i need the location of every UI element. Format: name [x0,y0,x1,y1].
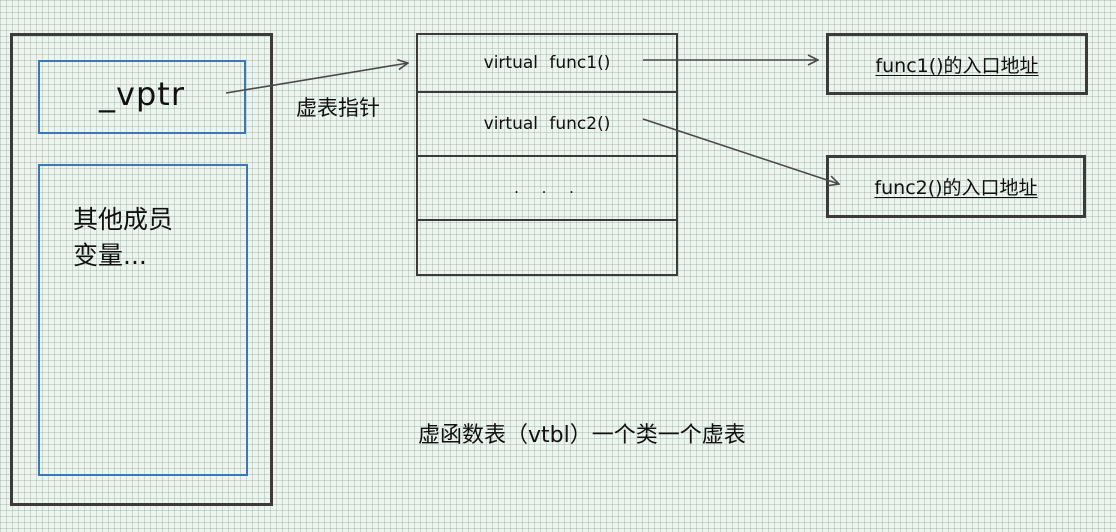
vptr-label: _vptr [99,75,185,113]
vtable-row-ellipsis: . . . [418,157,676,221]
member-variables-box: 其他成员 变量... [38,164,248,476]
func2-entry-address-box: func2()的入口地址 [826,155,1086,218]
vtable-row-func1: virtual func1() [418,35,676,93]
member-variables-label: 其他成员 变量... [73,205,174,270]
vptr-caption: 虚表指针 [296,96,380,120]
vtable-row-empty [418,221,676,274]
func1-entry-address-label: func1()的入口地址 [875,54,1039,77]
vtable-row-func2: virtual func2() [418,93,676,157]
vtable-caption: 虚函数表（vtbl）一个类一个虚表 [418,423,746,448]
func1-entry-address-box: func1()的入口地址 [826,33,1088,95]
vptr-box: _vptr [38,60,246,134]
vtable-row-label: . . . [514,179,580,197]
object-box [10,33,273,506]
vtable: virtual func1() virtual func2() . . . [416,33,678,276]
vtable-row-label: virtual func2() [483,114,611,134]
vtable-row-label: virtual func1() [483,53,611,73]
func2-entry-address-label: func2()的入口地址 [874,177,1038,199]
